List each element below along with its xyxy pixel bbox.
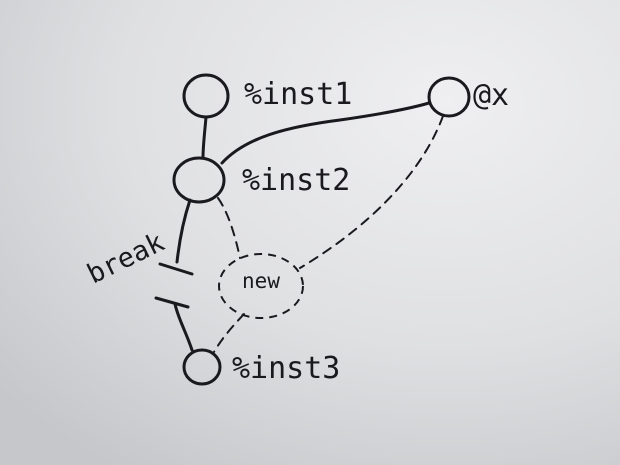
break-bar-upper xyxy=(158,262,194,276)
edge-segment-upper xyxy=(175,198,192,264)
edge-segment-lower xyxy=(173,302,194,352)
edge-inst1-inst2 xyxy=(201,115,208,160)
node-inst1-circle xyxy=(182,73,230,119)
break-bar-lower xyxy=(154,296,190,309)
node-new-circle xyxy=(218,253,304,319)
edge-inst2-x xyxy=(220,101,431,165)
edge-layer xyxy=(154,101,444,353)
edge-inst2-new xyxy=(217,197,241,259)
node-new-label: new xyxy=(242,269,280,293)
edge-inst2-inst3 xyxy=(154,198,194,352)
edge-x-new xyxy=(299,115,444,269)
edge-new-inst3 xyxy=(213,313,245,353)
node-x-circle xyxy=(427,76,471,118)
node-inst1-label: %inst1 xyxy=(244,77,352,112)
node-layer xyxy=(172,73,471,386)
node-inst3-circle xyxy=(182,348,222,386)
node-inst3-label: %inst3 xyxy=(232,351,340,386)
node-inst2-circle xyxy=(172,156,226,204)
node-inst2-label: %inst2 xyxy=(242,163,350,198)
node-x-label: @x xyxy=(473,78,509,113)
